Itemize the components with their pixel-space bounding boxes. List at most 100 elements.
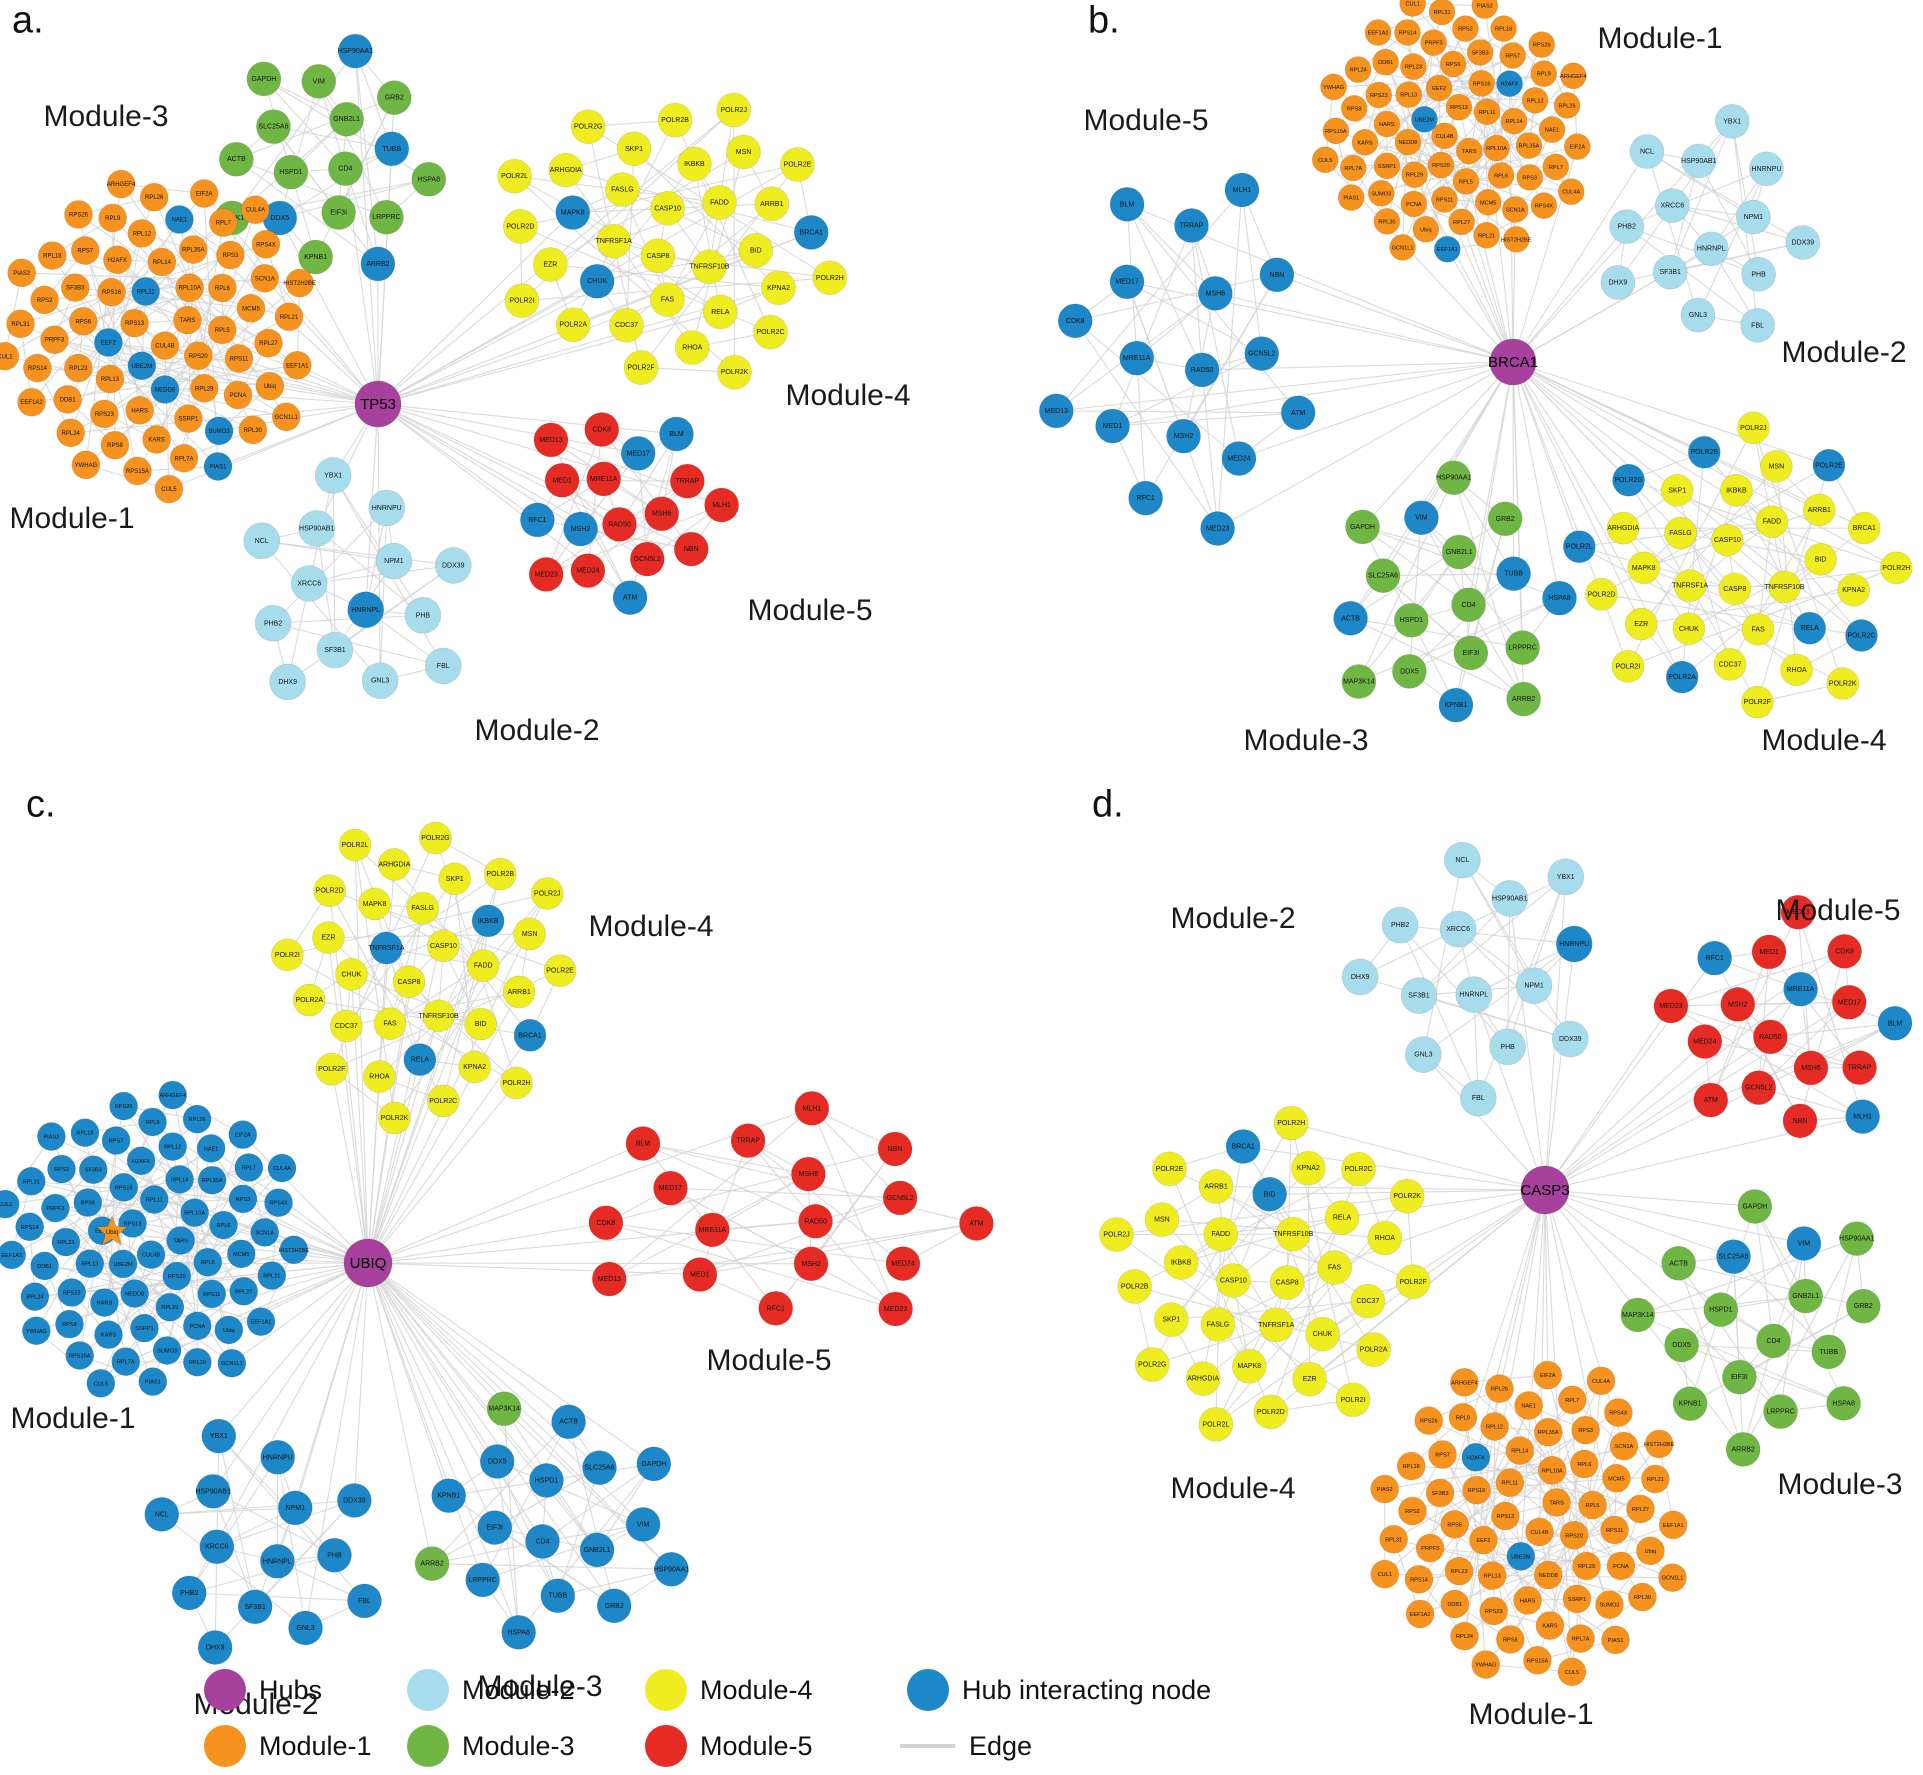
node-GRB2[interactable]: GRB2 [1846, 1288, 1881, 1324]
node-CHUK[interactable]: CHUK [335, 958, 368, 991]
node-RPL14[interactable]: RPL14 [1505, 1436, 1535, 1465]
node-SCN1A[interactable]: SCN1A [250, 1218, 279, 1247]
node-RPS8[interactable]: RPS8 [55, 1309, 84, 1339]
node-RPL11[interactable]: RPL11 [1473, 98, 1501, 126]
node-MSH6[interactable]: MSH6 [791, 1156, 826, 1192]
node-ACTB[interactable]: ACTB [1333, 601, 1368, 636]
node-RPL26[interactable]: RPL26 [182, 1104, 212, 1134]
node-SKP1[interactable]: SKP1 [438, 862, 472, 896]
hub-CASP3[interactable]: CASP3 [1520, 1165, 1570, 1215]
node-BLM[interactable]: BLM [659, 416, 694, 452]
node-SLC25A6[interactable]: SLC25A6 [582, 1450, 617, 1485]
node-ARHGDIA[interactable]: ARHGDIA [1606, 511, 1640, 545]
node-MLH1[interactable]: MLH1 [704, 487, 739, 523]
node-RPS23[interactable]: RPS23 [1479, 1596, 1508, 1626]
node-RPL14[interactable]: RPL14 [1500, 107, 1528, 135]
node-Ubiq[interactable]: Ubiq [1636, 1536, 1665, 1566]
node-BID[interactable]: BID [738, 233, 774, 268]
node-XRCC6[interactable]: XRCC6 [1439, 910, 1477, 948]
node-RPL30[interactable]: RPL30 [238, 415, 268, 445]
node-POLR2B[interactable]: POLR2B [483, 857, 517, 891]
node-PRPF3[interactable]: PRPF3 [40, 325, 69, 355]
node-RPL18[interactable]: RPL18 [70, 1118, 100, 1148]
node-RPS14[interactable]: RPS14 [15, 1212, 44, 1242]
node-DDX39[interactable]: DDX39 [1785, 225, 1821, 260]
node-H2AFX[interactable]: H2AFX [103, 245, 132, 275]
node-POLR2E[interactable]: POLR2E [1812, 448, 1846, 482]
node-SKP1[interactable]: SKP1 [616, 131, 652, 167]
node-POLR2I[interactable]: POLR2I [271, 938, 304, 972]
node-EEF2[interactable]: EEF2 [1425, 74, 1453, 102]
node-ARRB1[interactable]: ARRB1 [1802, 493, 1836, 527]
node-SLC25A6[interactable]: SLC25A6 [1365, 558, 1401, 593]
node-RPS13[interactable]: RPS13 [1445, 93, 1473, 121]
node-RPS20[interactable]: RPS20 [1559, 1520, 1589, 1550]
node-ARHGEF4[interactable]: ARHGEF4 [1560, 62, 1587, 90]
node-POLR2E[interactable]: POLR2E [543, 954, 577, 987]
node-CUL4B[interactable]: CUL4B [136, 1240, 166, 1269]
node-HSPD1[interactable]: HSPD1 [1394, 602, 1429, 638]
node-CDK8[interactable]: CDK8 [584, 412, 620, 447]
node-TARS[interactable]: TARS [1542, 1488, 1571, 1517]
node-HIST2H2BE[interactable]: HIST2H2BE [279, 1235, 310, 1265]
node-RPL26[interactable]: RPL26 [139, 182, 169, 212]
node-NPM1[interactable]: NPM1 [1515, 967, 1553, 1005]
node-HSP90AB1[interactable]: HSP90AB1 [1681, 143, 1717, 179]
node-POLR2G[interactable]: POLR2G [1134, 1347, 1170, 1382]
node-RFC1[interactable]: RFC1 [520, 502, 555, 538]
node-MAPK8[interactable]: MAPK8 [358, 887, 391, 921]
node-RPL14[interactable]: RPL14 [147, 247, 177, 277]
node-GCN5L2[interactable]: GCN5L2 [882, 1180, 918, 1216]
node-RPL10A[interactable]: RPL10A [175, 273, 204, 303]
node-MED24[interactable]: MED24 [1687, 1024, 1723, 1059]
node-TNFRSF10B[interactable]: TNFRSF10B [1765, 570, 1805, 604]
node-ATM[interactable]: ATM [959, 1206, 994, 1241]
node-RPS14[interactable]: RPS14 [1404, 1565, 1434, 1594]
node-POLR2A[interactable]: POLR2A [555, 307, 591, 343]
node-CDC37[interactable]: CDC37 [330, 1009, 363, 1043]
node-CUL4A[interactable]: CUL4A [240, 195, 270, 225]
node-RPL31[interactable]: RPL31 [16, 1166, 46, 1196]
node-RPS4X[interactable]: RPS4X [1604, 1398, 1633, 1427]
node-RPL18[interactable]: RPL18 [1490, 15, 1517, 42]
node-FBL[interactable]: FBL [1740, 307, 1775, 343]
node-NPM1[interactable]: NPM1 [375, 542, 413, 580]
node-SF3B1[interactable]: SF3B1 [237, 1589, 273, 1625]
node-DDX39[interactable]: DDX39 [337, 1483, 372, 1518]
node-RPL26[interactable]: RPL26 [1485, 1374, 1514, 1403]
node-EEF1A2[interactable]: EEF1A2 [1364, 19, 1392, 46]
node-DDX5[interactable]: DDX5 [479, 1444, 515, 1479]
node-RPS15A[interactable]: RPS15A [123, 456, 152, 486]
node-POLR2C[interactable]: POLR2C [1845, 619, 1878, 652]
node-RFC1[interactable]: RFC1 [1128, 480, 1163, 516]
node-NCL[interactable]: NCL [243, 522, 281, 560]
node-SF3B3[interactable]: SF3B3 [1466, 39, 1494, 66]
node-ATM[interactable]: ATM [1693, 1082, 1729, 1118]
node-XRCC6[interactable]: XRCC6 [290, 565, 328, 602]
node-RPL29[interactable]: RPL29 [155, 1292, 185, 1322]
node-RPL29[interactable]: RPL29 [1572, 1551, 1601, 1581]
node-POLR2H[interactable]: POLR2H [1879, 551, 1913, 585]
node-ACTB[interactable]: ACTB [551, 1404, 586, 1440]
node-RPL21[interactable]: RPL21 [1473, 222, 1500, 249]
node-GCN1L1[interactable]: GCN1L1 [1658, 1563, 1687, 1592]
node-DDX5[interactable]: DDX5 [1392, 654, 1427, 689]
node-EEF1A1[interactable]: EEF1A1 [1658, 1510, 1688, 1540]
node-GAPDH[interactable]: GAPDH [636, 1446, 672, 1482]
node-MSH6[interactable]: MSH6 [1793, 1050, 1829, 1086]
node-RPS20[interactable]: RPS20 [1427, 151, 1455, 179]
node-TNFRSF1A[interactable]: TNFRSF1A [368, 931, 405, 965]
node-GCN1L1[interactable]: GCN1L1 [1389, 234, 1416, 261]
node-NEDD8[interactable]: NEDD8 [1533, 1560, 1563, 1590]
node-RPL21[interactable]: RPL21 [257, 1261, 287, 1290]
node-RPL5[interactable]: RPL5 [1578, 1490, 1607, 1520]
node-MSH2[interactable]: MSH2 [563, 511, 598, 547]
node-POLR2K[interactable]: POLR2K [717, 354, 752, 390]
node-ARRB2[interactable]: ARRB2 [1725, 1432, 1761, 1467]
node-RPL23[interactable]: RPL23 [1444, 1556, 1474, 1586]
node-KARS[interactable]: KARS [94, 1320, 123, 1349]
node-CD4[interactable]: CD4 [1756, 1323, 1791, 1359]
node-POLR2J[interactable]: POLR2J [530, 877, 564, 910]
node-KPNA2[interactable]: KPNA2 [761, 270, 796, 306]
node-RPS26[interactable]: RPS26 [109, 1091, 138, 1121]
